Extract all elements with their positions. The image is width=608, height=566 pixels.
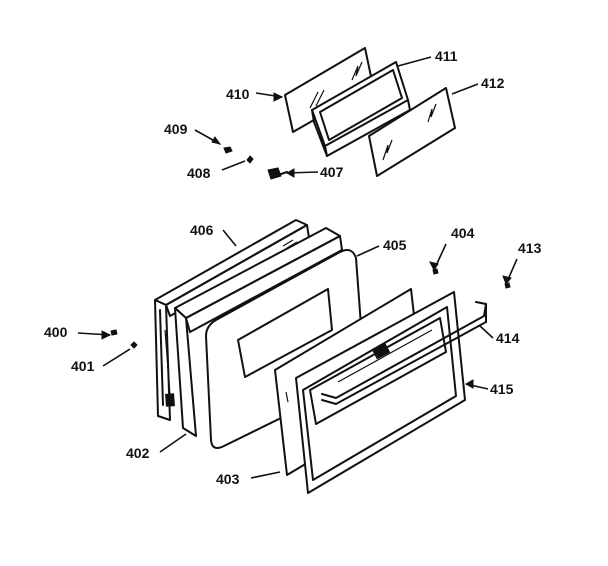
screw-408 [246,155,254,164]
label-411: 411 [435,48,458,64]
label-412: 412 [481,75,505,91]
label-408: 408 [187,165,211,181]
screw-400 [110,329,118,336]
screw-409 [223,146,233,154]
label-414: 414 [496,330,520,346]
label-407: 407 [320,164,344,180]
label-413: 413 [518,240,542,256]
label-401: 401 [71,358,95,374]
door-liner-406 [174,227,343,437]
outer-door-panel-415 [295,291,466,494]
label-406: 406 [190,222,214,238]
marker-413 [504,282,511,289]
label-402: 402 [126,445,150,461]
marker-404 [432,268,439,275]
clip-407 [267,167,288,180]
label-404: 404 [451,225,475,241]
label-410: 410 [226,86,250,102]
window-frame-411 [311,61,411,157]
label-409: 409 [164,121,188,137]
door-handle-414 [321,301,487,405]
label-403: 403 [216,471,240,487]
arrow-heads [101,92,512,389]
window-glass-412 [368,87,456,177]
label-400: 400 [44,324,68,340]
label-415: 415 [490,381,514,397]
leader-lines [77,56,518,479]
screw-401 [130,341,138,349]
label-405: 405 [383,237,407,253]
